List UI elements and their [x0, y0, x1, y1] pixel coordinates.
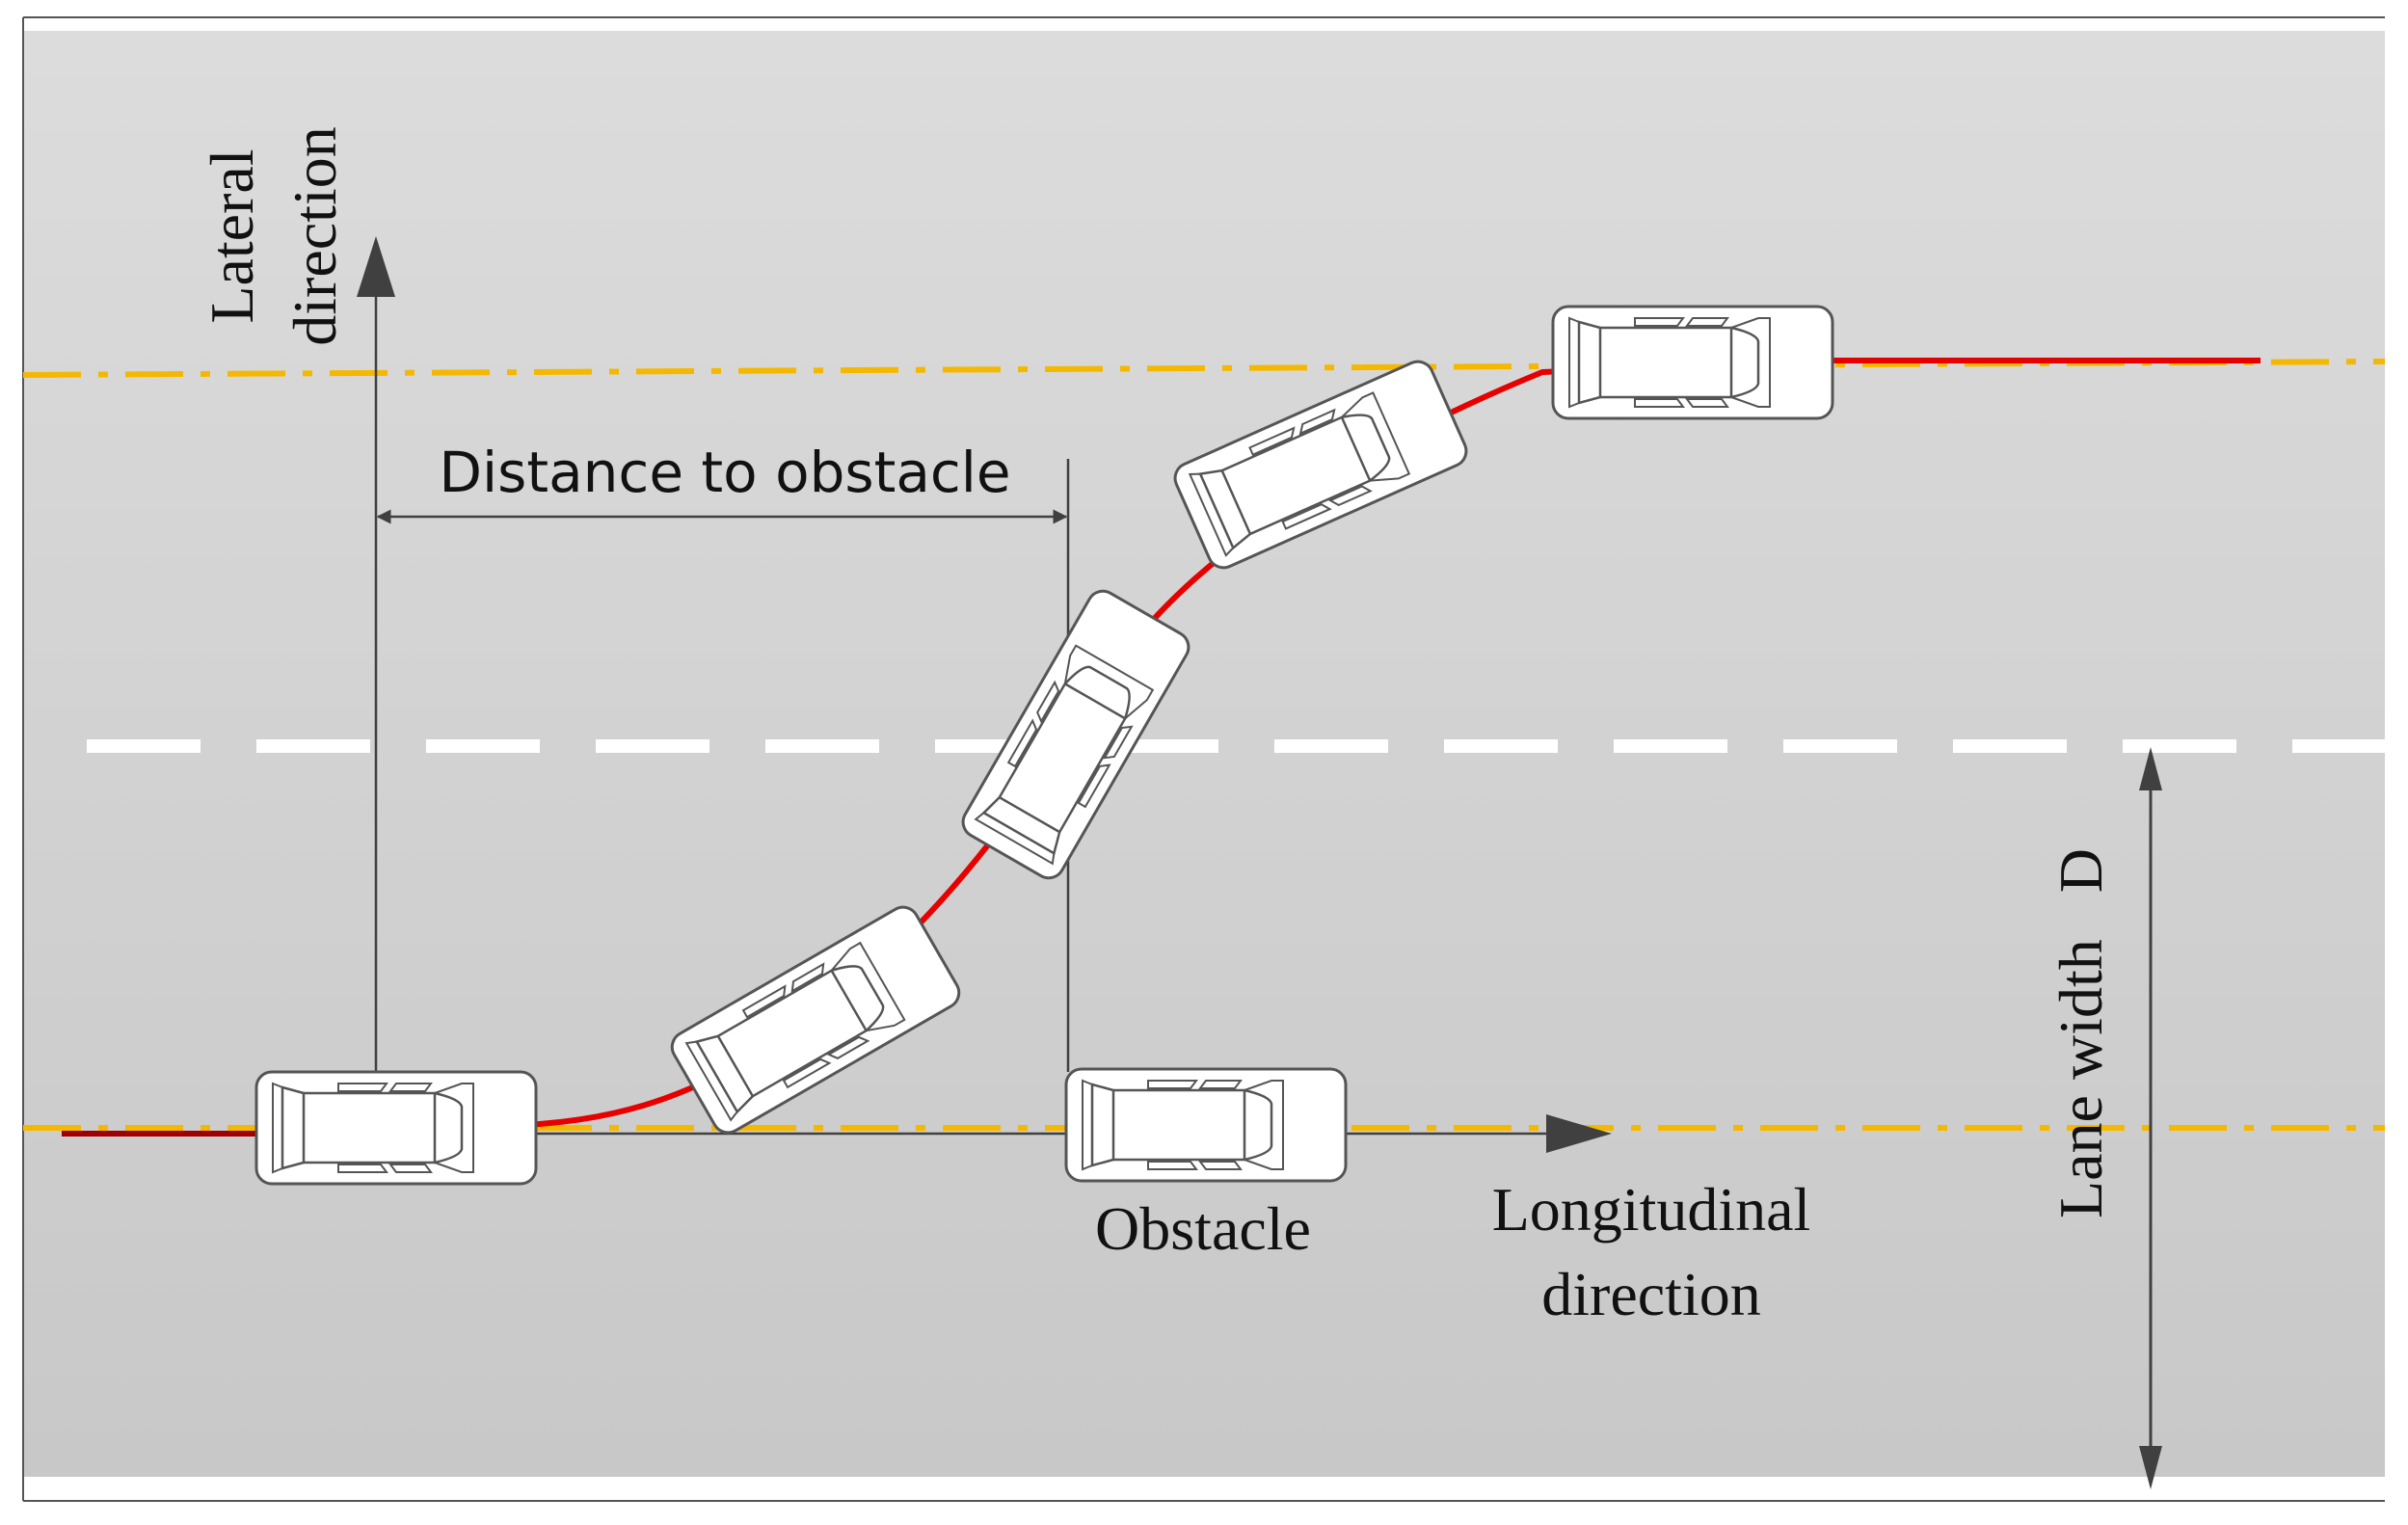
- lateral-axis-arrowhead: [357, 236, 395, 297]
- ego-car-start: [254, 1070, 538, 1186]
- longitudinal-axis-arrowhead: [1546, 1114, 1612, 1153]
- distance-to-obstacle-label: Distance to obstacle: [439, 440, 1010, 505]
- obstacle-car: [1064, 1067, 1348, 1183]
- lateral-direction-label-line1: Lateral: [198, 148, 266, 323]
- obstacle-label: Obstacle: [1095, 1194, 1311, 1263]
- lateral-direction-label-line2: direction: [281, 126, 349, 345]
- road-surface: [23, 31, 2385, 1477]
- upper-lane-center-line: [22, 359, 2386, 378]
- lane-width-arrowhead-top: [2139, 747, 2162, 790]
- lane-width-label: Lane width D: [2047, 848, 2115, 1218]
- longitudinal-direction-label-line2: direction: [1541, 1260, 1760, 1328]
- lane-width-arrowhead-bottom: [2139, 1446, 2162, 1489]
- ego-car-end: [1551, 305, 1834, 420]
- longitudinal-direction-label-line1: Longitudinal: [1492, 1175, 1811, 1244]
